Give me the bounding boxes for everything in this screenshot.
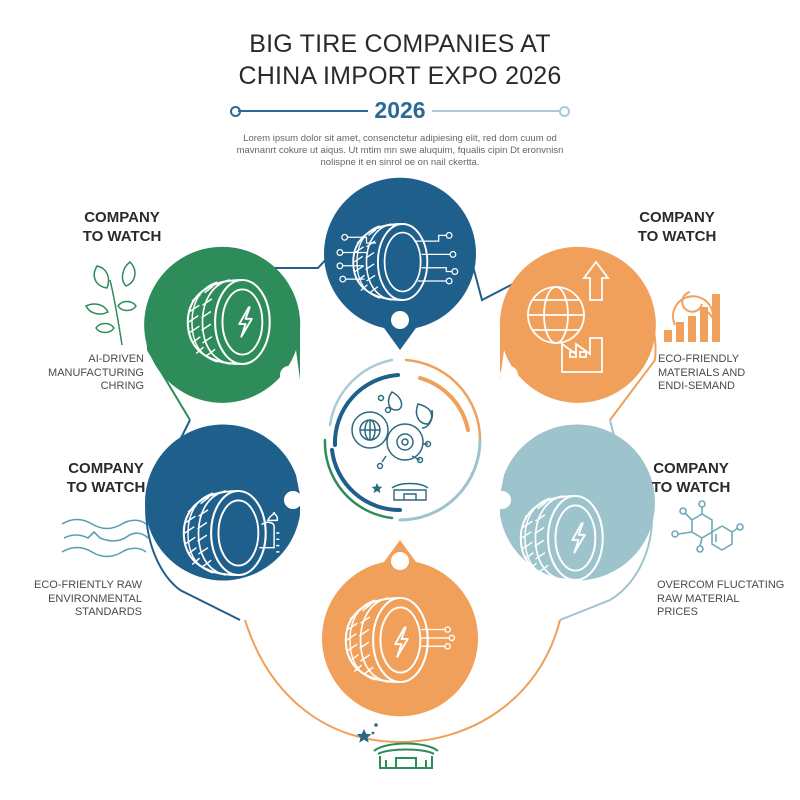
description-line: OVERCOM FLUCTATING xyxy=(657,579,785,591)
segment-bottom xyxy=(322,540,479,717)
description-line: CHRING xyxy=(100,380,144,392)
description-line: RAW MATERIAL xyxy=(657,592,740,605)
circuit-tire-icon xyxy=(336,223,459,301)
year-divider: 2026 xyxy=(230,96,570,124)
description-line: STANDARDS xyxy=(74,606,142,618)
heading-upper-right: COMPANY TO WATCH xyxy=(617,208,737,246)
year-label: 2026 xyxy=(374,97,426,123)
description-upper-right: ECO-FRIENDLY MATERIALS AND ENDI-SEMAND xyxy=(658,353,788,394)
leaf-branch-icon xyxy=(84,261,137,346)
heading-lower-right: COMPANY TO WATCH xyxy=(631,459,751,497)
heading-upper-left: COMPANY TO WATCH xyxy=(62,208,182,246)
heading-line: TO WATCH xyxy=(82,228,162,245)
pressure-tire-icon xyxy=(182,489,280,577)
heading-line: COMPANY xyxy=(84,209,160,226)
description-line: ECO-FRIENTLY RAW xyxy=(34,579,142,591)
expo-hall-stars-icon xyxy=(356,723,439,769)
divider-line-left xyxy=(238,110,368,112)
description-line: PRICES xyxy=(657,606,698,618)
heading-line: TO WATCH xyxy=(637,228,717,245)
heading-lower-left: COMPANY TO WATCH xyxy=(46,459,166,497)
segment-lower-right xyxy=(493,424,655,582)
speed-electric-tire-icon xyxy=(344,596,456,684)
molecule-icon xyxy=(671,500,744,553)
description-line: MATERIALS AND xyxy=(658,366,746,379)
wave-lines-icon xyxy=(61,518,149,558)
divider-line-right xyxy=(432,110,562,112)
description-line: ECO-FRIENDLY xyxy=(658,353,740,365)
title-line-2: CHINA IMPORT EXPO 2026 xyxy=(238,62,562,90)
description-upper-left: AI-DRIVEN MANUFACTURING CHRING xyxy=(20,353,144,394)
heading-line: TO WATCH xyxy=(66,479,146,496)
segment-upper-left xyxy=(144,246,301,403)
divider-dot-right xyxy=(559,106,570,117)
heading-line: COMPANY xyxy=(639,209,715,226)
star-icon xyxy=(371,483,383,493)
description-line: AI-DRIVEN xyxy=(88,353,144,365)
heading-line: COMPANY xyxy=(68,460,144,477)
segment-upper-right xyxy=(499,246,656,403)
description-lower-right: OVERCOM FLUCTATING RAW MATERIAL PRICES xyxy=(657,579,797,620)
description-line: MANUFACTURING xyxy=(48,366,144,379)
segment-top xyxy=(324,177,476,350)
gears-leaves-globe-icon xyxy=(351,391,434,470)
description-lower-left: ECO-FRIENTLY RAW ENVIRONMENTAL STANDARDS xyxy=(20,579,142,620)
globe-factory-icon xyxy=(527,260,610,373)
heading-line: TO WATCH xyxy=(651,479,731,496)
description-line: ENDI-SEMAND xyxy=(658,380,736,392)
title-line-1: BIG TIRE COMPANIES AT xyxy=(249,30,551,58)
segment-lower-left xyxy=(145,424,302,581)
description-line: ENVIRONMENTAL xyxy=(48,592,142,605)
heading-line: COMPANY xyxy=(653,460,729,477)
center-ring xyxy=(323,358,482,522)
intro-paragraph: Lorem ipsum dolor sit amet, consenctetur… xyxy=(236,133,564,168)
bar-chart-icon xyxy=(664,294,720,342)
expo-hall-icon xyxy=(391,482,429,501)
page-title: BIG TIRE COMPANIES AT CHINA IMPORT EXPO … xyxy=(0,28,800,92)
